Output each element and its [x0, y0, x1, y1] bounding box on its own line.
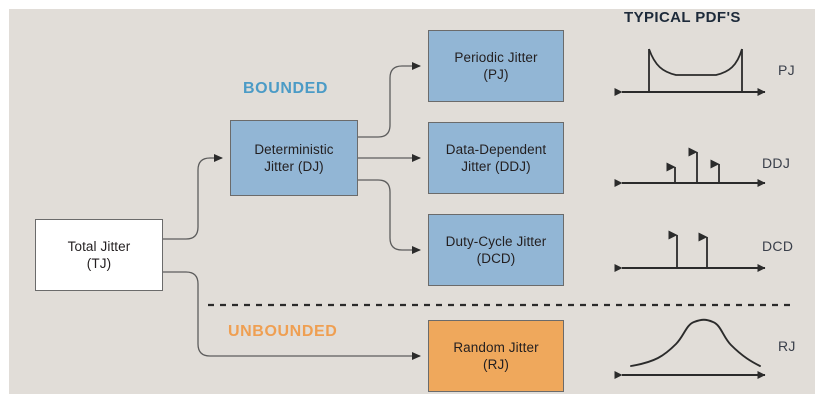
- pdf-column-title: TYPICAL PDF'S: [624, 9, 741, 26]
- group-label-bounded: BOUNDED: [243, 80, 329, 97]
- node-duty-cycle-jitter-line1: Duty-Cycle Jitter: [445, 233, 547, 249]
- pdf-plot-dcd: [614, 230, 766, 272]
- node-duty-cycle-jitter-line2: (DCD): [476, 251, 516, 266]
- pdf-plot-rj: [614, 318, 766, 379]
- node-duty-cycle-jitter[interactable]: Duty-Cycle Jitter (DCD): [428, 214, 564, 286]
- node-total-jitter-text: Total Jitter (TJ): [68, 238, 131, 273]
- node-periodic-jitter-text: Periodic Jitter (PJ): [454, 49, 537, 84]
- node-deterministic-jitter-line2: Jitter (DJ): [264, 159, 324, 174]
- pdf-label-pj: PJ: [778, 62, 795, 78]
- connector-dj-to-dcd: [358, 179, 421, 254]
- node-periodic-jitter-line1: Periodic Jitter: [454, 49, 538, 65]
- node-data-dependent-jitter-line2: Jitter (DDJ): [461, 159, 531, 174]
- node-periodic-jitter[interactable]: Periodic Jitter (PJ): [428, 30, 564, 102]
- node-random-jitter-line2: (RJ): [483, 357, 509, 372]
- node-data-dependent-jitter-text: Data-Dependent Jitter (DDJ): [446, 141, 546, 176]
- connector-tj-to-dj: [163, 154, 223, 240]
- node-total-jitter[interactable]: Total Jitter (TJ): [35, 219, 163, 291]
- node-data-dependent-jitter[interactable]: Data-Dependent Jitter (DDJ): [428, 122, 564, 194]
- node-total-jitter-line1: Total Jitter: [67, 238, 131, 254]
- connector-dj-to-pj: [358, 62, 421, 138]
- node-periodic-jitter-line2: (PJ): [483, 67, 509, 82]
- node-total-jitter-line2: (TJ): [86, 256, 112, 271]
- pdf-plot-ddj: [614, 147, 766, 187]
- node-deterministic-jitter[interactable]: Deterministic Jitter (DJ): [230, 120, 358, 196]
- node-random-jitter-text: Random Jitter (RJ): [453, 339, 538, 374]
- figure-panel: [9, 9, 815, 394]
- pdf-plot-pj: [614, 48, 766, 96]
- group-label-unbounded: UNBOUNDED: [228, 323, 338, 340]
- node-deterministic-jitter-text: Deterministic Jitter (DJ): [254, 141, 333, 176]
- node-random-jitter[interactable]: Random Jitter (RJ): [428, 320, 564, 392]
- node-data-dependent-jitter-line1: Data-Dependent: [445, 141, 547, 157]
- connector-tj-to-rj: [163, 271, 421, 360]
- node-deterministic-jitter-line1: Deterministic: [254, 141, 334, 157]
- pdf-label-dcd: DCD: [762, 238, 794, 254]
- pdf-label-ddj: DDJ: [762, 155, 791, 171]
- node-duty-cycle-jitter-text: Duty-Cycle Jitter (DCD): [446, 233, 547, 268]
- pdf-label-rj: RJ: [778, 338, 796, 354]
- node-random-jitter-line1: Random Jitter: [453, 339, 539, 355]
